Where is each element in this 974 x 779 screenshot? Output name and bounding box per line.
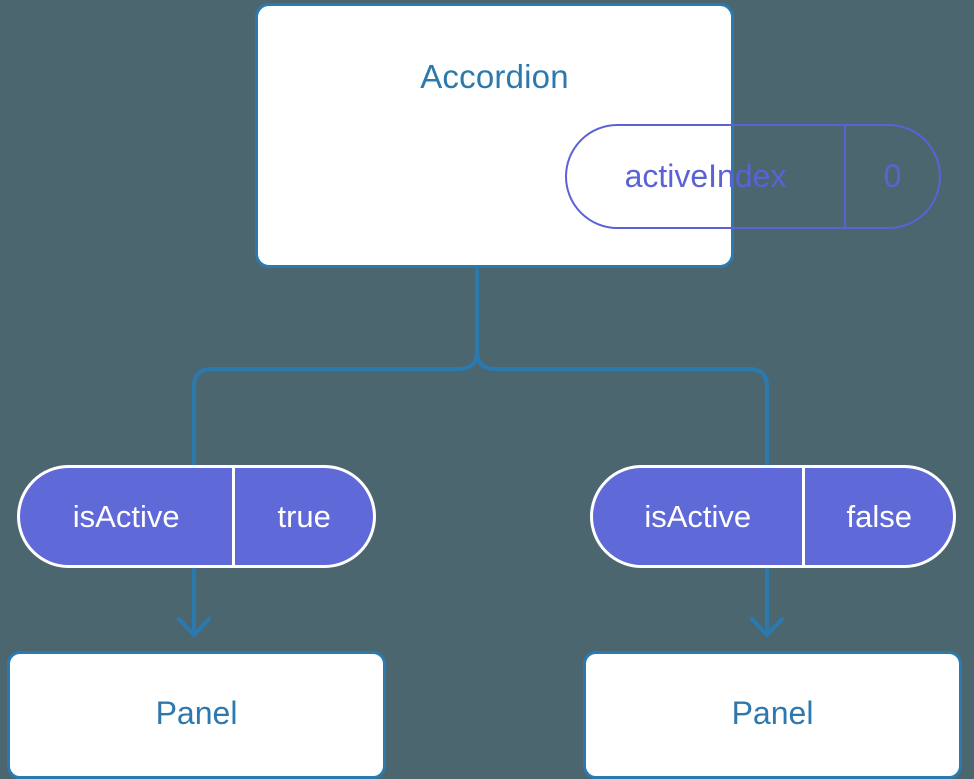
- accordion-state-key: activeIndex: [624, 158, 787, 194]
- left-panel-node-card[interactable]: Panel: [7, 651, 386, 779]
- tree-branch-connector-right: [475, 266, 769, 468]
- accordion-node-title: Accordion: [420, 58, 569, 95]
- arrow-down-icon-right: [750, 617, 784, 637]
- left-panel-prop-key: isActive: [72, 498, 180, 534]
- right-panel-node-title: Panel: [731, 695, 814, 731]
- right-panel-prop-pill[interactable]: isActive false: [590, 465, 956, 568]
- tree-branch-connector: [192, 266, 479, 468]
- left-panel-prop-pill[interactable]: isActive true: [17, 465, 376, 568]
- left-panel-prop-value: true: [232, 468, 373, 565]
- right-panel-prop-value: false: [802, 468, 953, 565]
- accordion-state-pill[interactable]: activeIndex 0: [565, 124, 941, 229]
- accordion-node-card[interactable]: Accordion activeIndex 0: [255, 3, 941, 268]
- arrow-down-icon-left: [177, 617, 211, 637]
- accordion-state-value: 0: [844, 126, 939, 227]
- left-panel-node-title: Panel: [155, 695, 238, 731]
- right-panel-node-card[interactable]: Panel: [583, 651, 962, 779]
- right-panel-prop-key: isActive: [644, 498, 752, 534]
